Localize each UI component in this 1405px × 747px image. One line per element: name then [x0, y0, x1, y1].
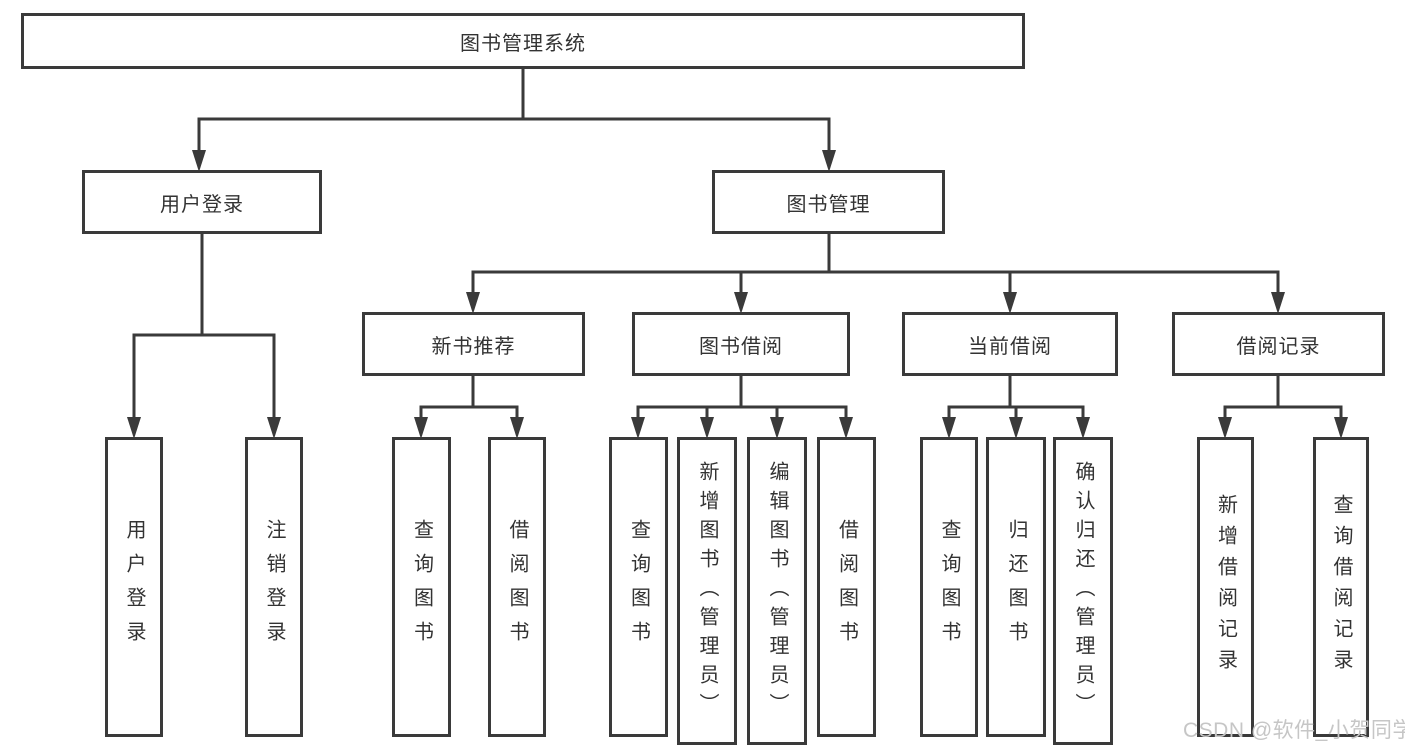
arrowhead	[192, 150, 206, 172]
leaf-borrow-edit-label: 编辑图书（管理员）	[766, 460, 788, 722]
leaf-borrow-query-label: 查询图书	[627, 519, 650, 655]
leaf-borrow-book: 借阅图书	[817, 437, 876, 737]
leaf-confirm-return: 确认归还（管理员）	[1053, 437, 1113, 745]
node-book-borrow-label: 图书借阅	[699, 335, 783, 358]
leaf-logout-label: 注销登录	[263, 519, 285, 655]
node-current-borrow: 当前借阅	[902, 312, 1118, 376]
leaf-borrow-query: 查询图书	[609, 437, 668, 737]
connector-root	[197, 69, 831, 152]
leaf-newbook-query-label: 查询图书	[410, 519, 433, 655]
leaf-borrow-edit: 编辑图书（管理员）	[747, 437, 807, 745]
arrowhead-group	[127, 150, 1348, 439]
leaf-newbook-query: 查询图书	[392, 437, 451, 737]
node-book-borrow: 图书借阅	[632, 312, 850, 376]
csdn-watermark: CSDN @软件_小贺同学	[1183, 719, 1405, 742]
arrowhead	[127, 417, 141, 439]
arrowhead	[1218, 417, 1232, 439]
arrowhead	[1003, 292, 1017, 314]
connector-book-mgmt	[471, 234, 1280, 294]
node-root: 图书管理系统	[21, 13, 1025, 69]
leaf-user-login: 用户登录	[105, 437, 163, 737]
arrowhead	[1009, 417, 1023, 439]
leaf-borrow-add-label: 新增图书（管理员）	[696, 460, 718, 722]
leaf-user-login-label: 用户登录	[123, 519, 145, 655]
arrowhead	[631, 417, 645, 439]
leaf-newbook-borrow: 借阅图书	[488, 437, 546, 737]
arrowhead	[839, 417, 853, 439]
connector-current-borrow	[947, 376, 1085, 420]
node-new-book-label: 新书推荐	[431, 335, 516, 358]
leaf-current-query: 查询图书	[920, 437, 978, 737]
connector-user-login	[132, 234, 276, 420]
node-borrow-record: 借阅记录	[1172, 312, 1385, 376]
leaf-confirm-return-label: 确认归还（管理员）	[1072, 460, 1094, 722]
arrowhead	[510, 417, 524, 439]
leaf-record-query: 查询借阅记录	[1313, 437, 1369, 737]
node-borrow-record-label: 借阅记录	[1236, 335, 1321, 358]
arrowhead	[1334, 417, 1348, 439]
leaf-return-book: 归还图书	[986, 437, 1046, 737]
node-current-borrow-label: 当前借阅	[968, 335, 1052, 358]
leaf-logout: 注销登录	[245, 437, 303, 737]
arrowhead	[770, 417, 784, 439]
leaf-borrow-book-label: 借阅图书	[835, 519, 858, 655]
connector-book-borrow	[636, 376, 848, 420]
arrowhead	[822, 150, 836, 172]
leaf-record-query-label: 查询借阅记录	[1330, 494, 1352, 680]
node-root-label: 图书管理系统	[460, 32, 586, 55]
node-user-login-label: 用户登录	[160, 193, 244, 216]
connector-new-book	[419, 376, 519, 420]
arrowhead	[942, 417, 956, 439]
leaf-current-query-label: 查询图书	[938, 519, 960, 655]
arrowhead	[414, 417, 428, 439]
leaf-return-book-label: 归还图书	[1005, 519, 1027, 655]
arrowhead	[267, 417, 281, 439]
arrowhead	[1076, 417, 1090, 439]
leaf-record-add-label: 新增借阅记录	[1214, 494, 1237, 680]
leaf-record-add: 新增借阅记录	[1197, 437, 1254, 737]
arrowhead	[734, 292, 748, 314]
connector-borrow-record	[1223, 376, 1343, 420]
arrowhead	[1271, 292, 1285, 314]
node-book-mgmt: 图书管理	[712, 170, 945, 234]
arrowhead	[466, 292, 480, 314]
arrowhead	[700, 417, 714, 439]
node-book-mgmt-label: 图书管理	[786, 193, 871, 216]
leaf-newbook-borrow-label: 借阅图书	[506, 519, 528, 655]
leaf-borrow-add: 新增图书（管理员）	[677, 437, 737, 745]
node-new-book: 新书推荐	[362, 312, 585, 376]
node-user-login: 用户登录	[82, 170, 322, 234]
